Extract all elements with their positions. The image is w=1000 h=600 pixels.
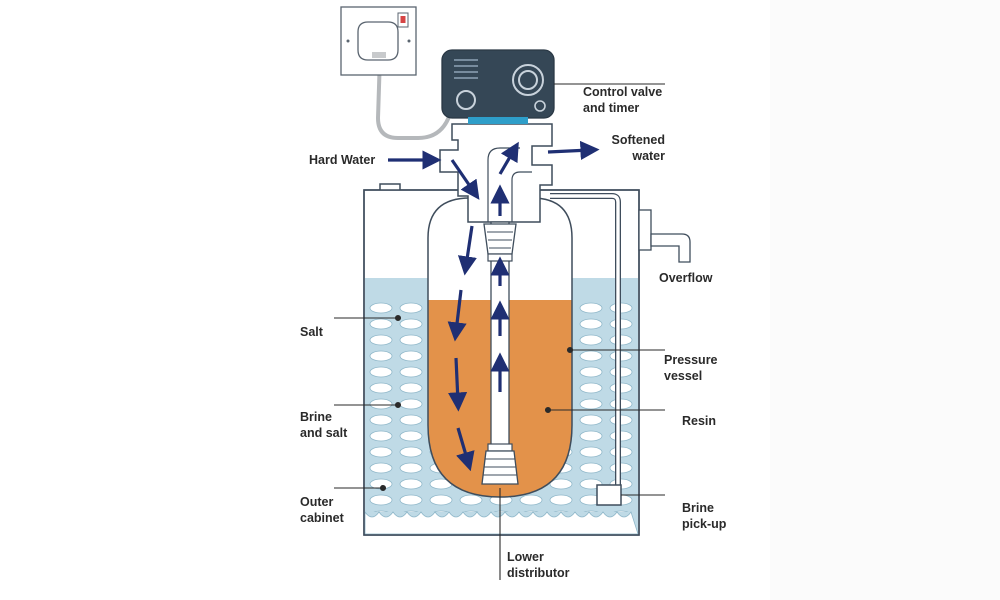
brine-pickup-tube: [550, 193, 622, 506]
power-cable: [375, 55, 452, 140]
leader-lines: [334, 83, 665, 580]
label-resin: Resin: [682, 414, 716, 428]
background-strip: [770, 0, 1000, 600]
brine-pickup-valve: [596, 484, 622, 506]
down-flow-arrow: [450, 159, 480, 200]
up-flow-arrow: [498, 141, 519, 175]
riser-tube: [481, 221, 519, 485]
down-flow-arrow: [456, 427, 475, 472]
plug-socket-icon: [340, 6, 417, 76]
label-hard-water: Hard Water: [309, 153, 375, 167]
label-salt: Salt: [300, 325, 324, 339]
down-flow-arrow: [447, 289, 467, 342]
down-flow-arrow: [457, 225, 477, 276]
flow-arrows: [388, 140, 600, 472]
down-flow-arrow: [447, 357, 468, 412]
overflow-pipe: [638, 209, 691, 263]
label-overflow: Overflow: [659, 271, 713, 285]
lower-distributor: [481, 443, 519, 485]
control-valve-icon: [441, 49, 555, 124]
upper-distributor: [483, 223, 517, 262]
softened-water-arrow: [547, 140, 600, 161]
